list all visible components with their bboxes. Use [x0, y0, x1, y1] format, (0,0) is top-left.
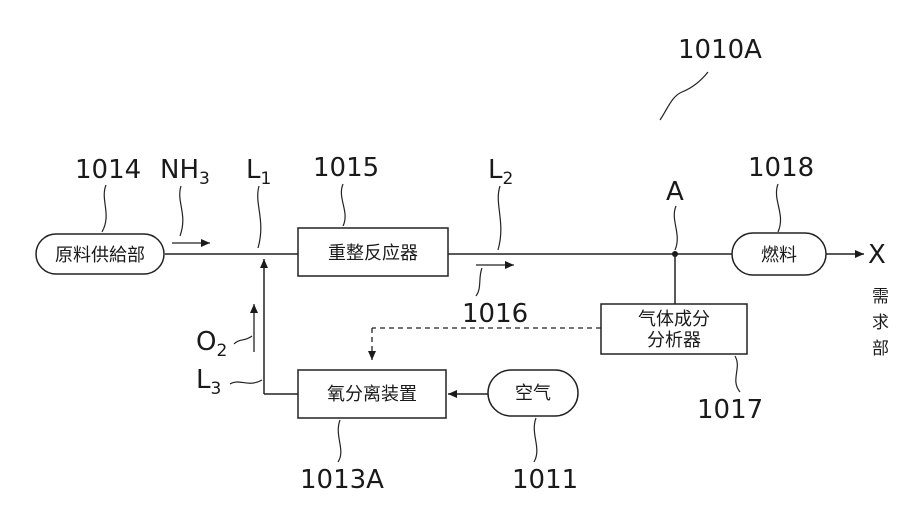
- o2-label: O2: [196, 327, 227, 361]
- air-label: 空气: [515, 383, 551, 404]
- raw-supply-ref: 1014: [75, 155, 141, 185]
- outlet-x-label: X: [868, 240, 886, 270]
- l3-label: L3: [196, 365, 221, 399]
- oxygen-separator-leader: [338, 420, 341, 462]
- oxygen-separator-ref: 1013A: [300, 465, 384, 495]
- air-ref: 1011: [512, 465, 578, 495]
- reformer-label: 重整反应器: [328, 243, 418, 264]
- l2-label: L2: [488, 155, 513, 189]
- l1-label: L1: [246, 155, 271, 189]
- fuel-leader: [776, 184, 780, 232]
- l2-leader: [498, 186, 501, 250]
- point-a-leader: [674, 206, 677, 250]
- fuel-ref: 1018: [748, 153, 814, 183]
- o2-leader: [234, 336, 252, 344]
- figure-ref-leader: [660, 72, 708, 120]
- demand-char-3: 部: [872, 339, 889, 359]
- raw-supply-label: 原料供給部: [55, 245, 145, 266]
- reformer-outlet-ref: 1016: [462, 299, 528, 329]
- reformer-outlet-leader: [476, 268, 482, 296]
- analyzer-label-1: 气体成分: [638, 309, 710, 330]
- fuel-label: 燃料: [761, 245, 797, 266]
- point-a-label: A: [666, 177, 684, 207]
- l3-leader: [230, 380, 262, 384]
- figure-ref-label: 1010A: [678, 35, 762, 65]
- reformer-leader: [341, 184, 345, 226]
- reformer-ref: 1015: [313, 153, 379, 183]
- oxygen-separator-label: 氧分离装置: [327, 384, 417, 405]
- analyzer-ref: 1017: [697, 395, 763, 425]
- nh3-label: NH3: [160, 155, 210, 189]
- analyzer-leader: [735, 356, 740, 392]
- demand-char-2: 求: [872, 313, 889, 333]
- raw-supply-leader: [102, 185, 106, 232]
- nh3-leader: [180, 186, 183, 236]
- demand-char-1: 需: [872, 287, 889, 307]
- air-leader: [534, 418, 537, 462]
- analyzer-label-2: 分析器: [647, 330, 701, 351]
- l1-leader: [258, 186, 261, 248]
